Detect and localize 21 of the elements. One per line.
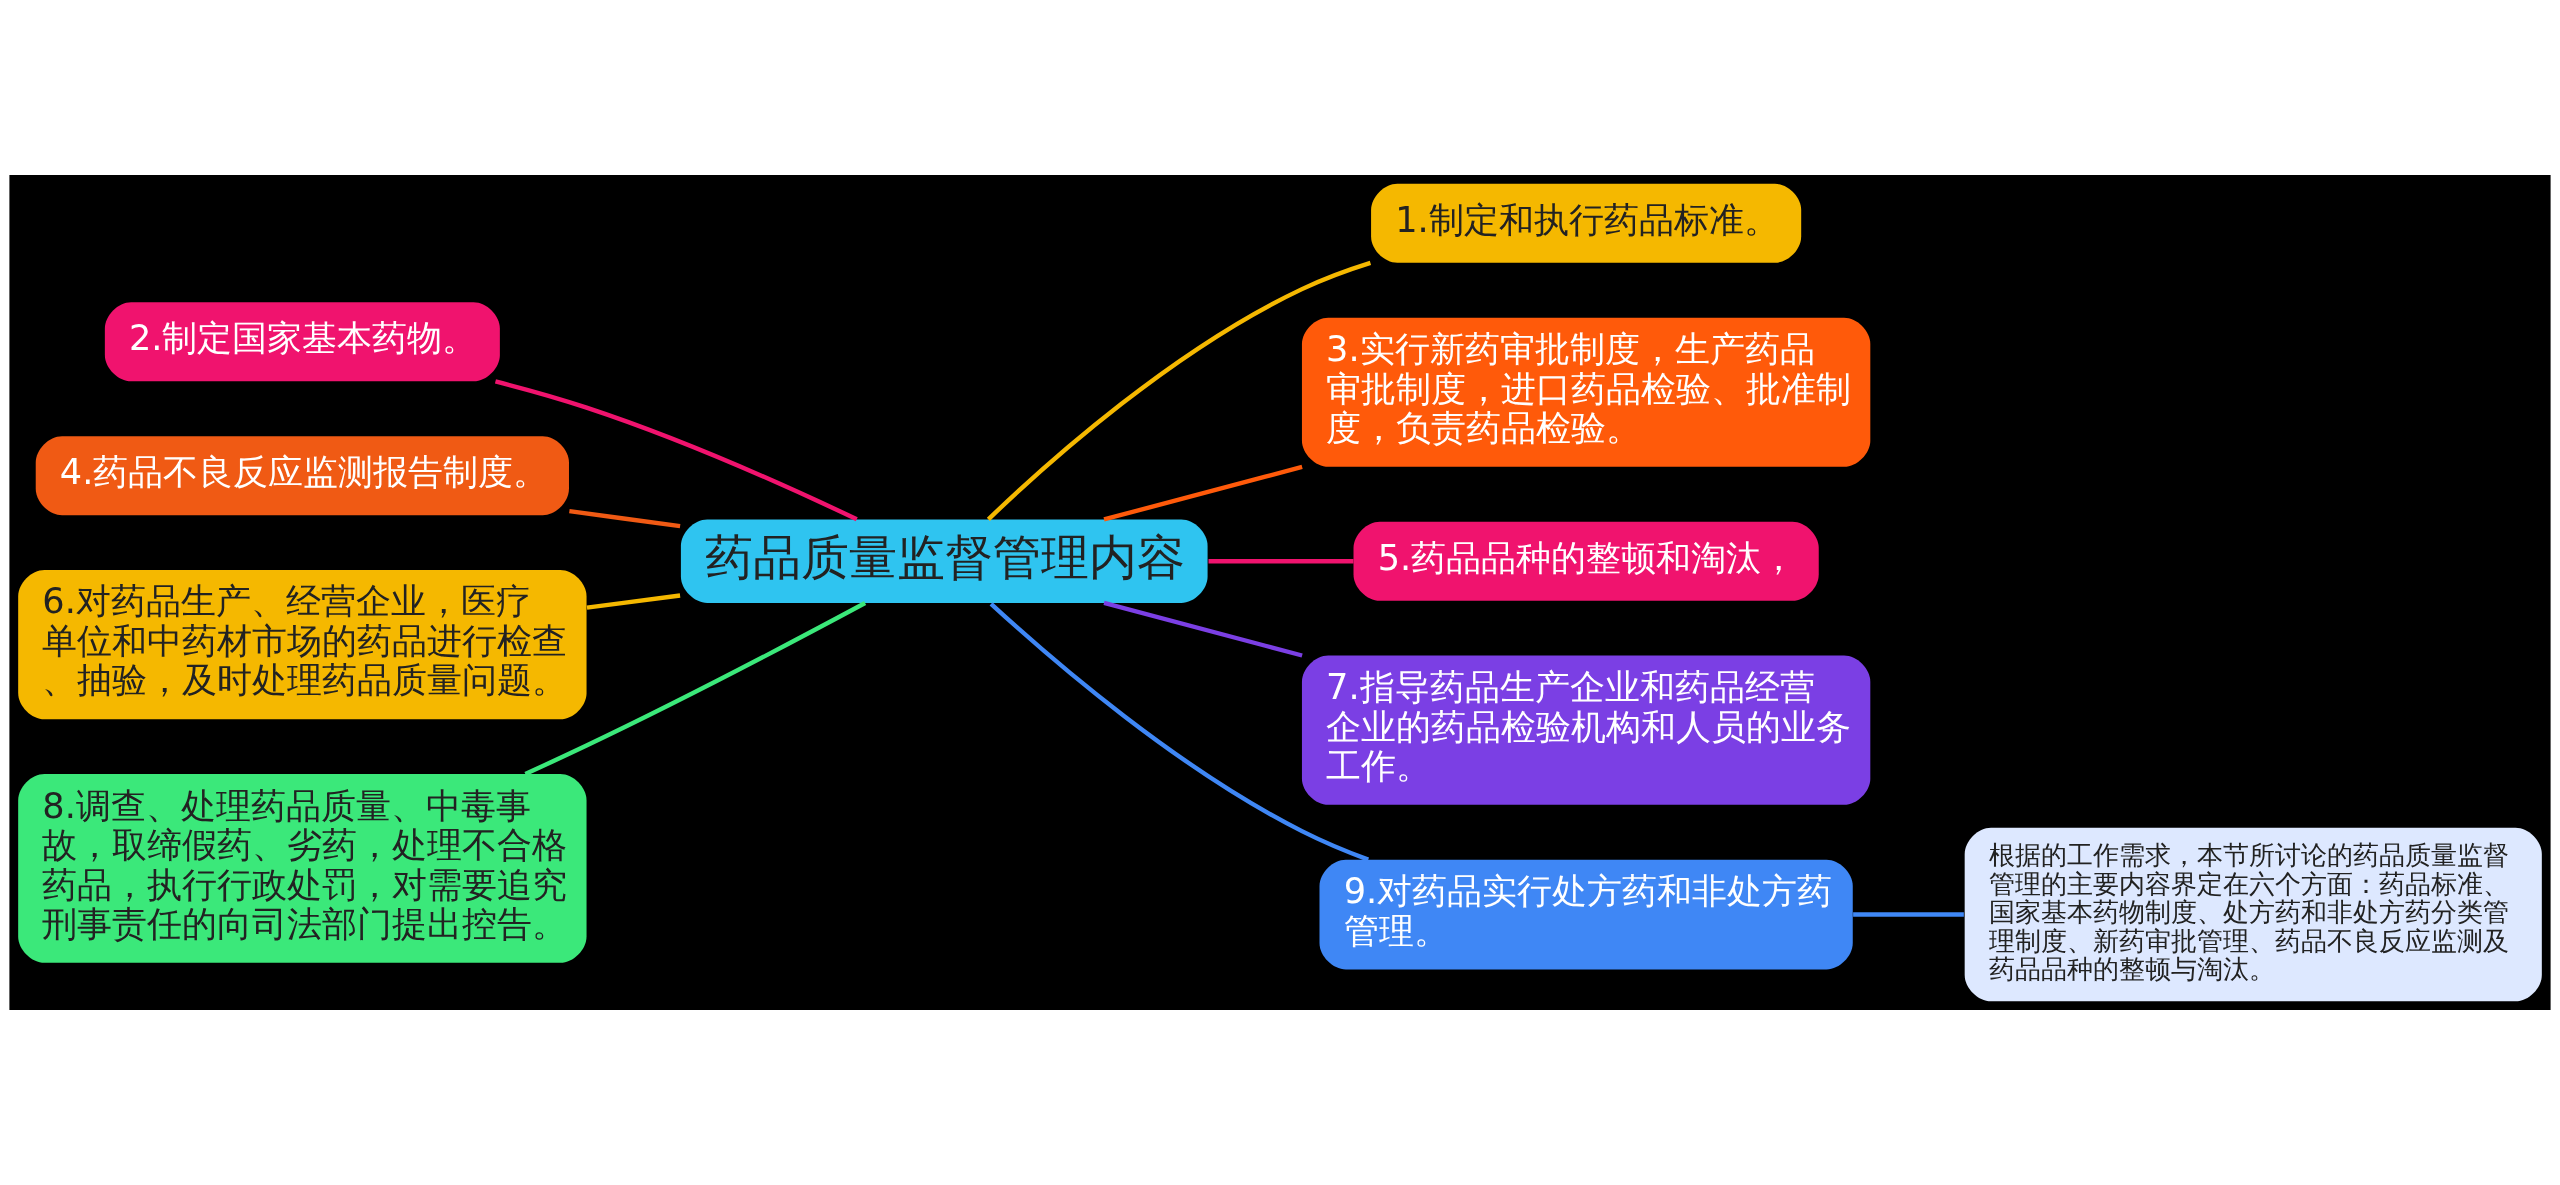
- node-box: 4.药品不良反应监测报告制度。: [35, 436, 569, 516]
- connector: [569, 509, 681, 529]
- connector: [1853, 912, 1964, 917]
- connector: [524, 601, 867, 776]
- node-box: 药品质量监督管理内容: [680, 519, 1208, 603]
- connector: [989, 602, 1370, 862]
- node-box: 2.制定国家基本药物。: [104, 302, 500, 382]
- connector: [986, 260, 1372, 521]
- node-box: 6.对药品生产、经营企业，医疗单位和中药材市场的药品进行检查、抽验，及时处理药品质量问题。: [18, 570, 587, 720]
- node-box: 5.药品品种的整顿和淘汰，: [1353, 521, 1819, 601]
- node-box: 8.调查、处理药品质量、中毒事故，取缔假药、劣药，处理不合格药品，执行行政处罚，对需要追究刑事责任的向司法部门提出控告。: [18, 774, 587, 963]
- connector: [1103, 600, 1303, 658]
- node-box: 根据的工作需求，本节所讨论的药品质量监督管理的主要内容界定在六个方面：药品标准、国家基本药物制度、处方药和非处方药分类管理制度、新药审批管理、药品不良反应监测及药品品种的整顿与淘汰。: [1964, 827, 2542, 1002]
- connector: [494, 379, 858, 522]
- connector: [1208, 559, 1354, 564]
- node-box: 1.制定和执行药品标准。: [1371, 183, 1802, 263]
- connector: [586, 593, 681, 610]
- node-box: 9.对药品实行处方药和非处方药管理。: [1319, 859, 1853, 970]
- node-box: 7.指导药品生产企业和药品经营企业的药品检验机构和人员的业务工作。: [1301, 655, 1871, 805]
- node-box: 3.实行新药审批制度，生产药品审批制度，进口药品检验、批准制度，负责药品检验。: [1301, 317, 1871, 467]
- connector: [1103, 464, 1303, 522]
